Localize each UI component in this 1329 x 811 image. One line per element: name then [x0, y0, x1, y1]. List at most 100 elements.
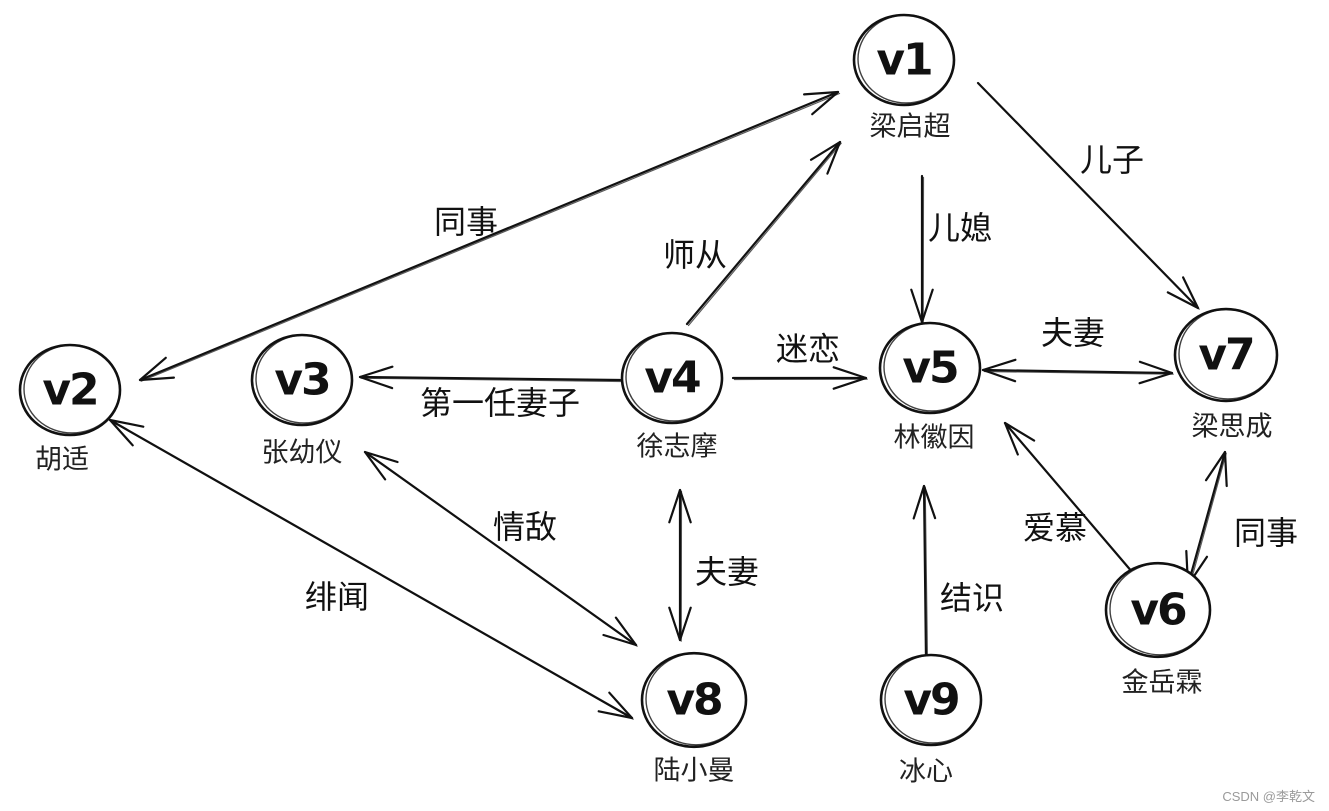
nodes-layer: v1梁启超v2胡适v3张幼仪v4徐志摩v5林徽因v6金岳霖v7梁思成v8陆小曼v… [18, 13, 1279, 788]
edge-label: 同事 [1234, 514, 1298, 552]
edge-line-sketch [1005, 423, 1136, 576]
arrow-head-reverse [803, 90, 840, 116]
edge-v6-v5: 爱慕 [1003, 421, 1136, 576]
edge-label: 结识 [940, 579, 1004, 617]
edge-label: 夫妻 [1041, 314, 1105, 352]
arrow-head [1003, 421, 1036, 456]
node-v9: v9 冰心 [879, 653, 983, 788]
edge-label: 情敌 [493, 508, 557, 546]
edge-line-sketch [1188, 452, 1227, 588]
arrow-head [597, 691, 634, 720]
node-id-label: v7 [1198, 330, 1253, 381]
node-name-label: 徐志摩 [637, 432, 718, 463]
arrow-head [602, 616, 638, 647]
edge-line [1186, 450, 1227, 587]
arrow-head [1166, 276, 1200, 310]
edge-label: 夫妻 [695, 553, 759, 591]
node-circle-sketch [1178, 308, 1278, 400]
node-v5: v5 林徽因 [878, 321, 982, 454]
arrow-head [1204, 450, 1228, 488]
arrow-head-reverse [668, 488, 692, 524]
node-circle-sketch [23, 344, 121, 434]
node-circle-sketch [645, 652, 747, 746]
node-id-label: v2 [42, 365, 97, 416]
arrow-head-reverse [981, 358, 1017, 383]
edge-v1-v7: 儿子 [976, 81, 1200, 310]
edge-v9-v5: 结识 [912, 484, 1004, 663]
node-v3: v3 张幼仪 [250, 333, 354, 469]
edge-v4-v3: 第一任妻子 [358, 365, 623, 422]
node-circle-sketch [255, 334, 353, 424]
edge-line-sketch [110, 420, 634, 720]
arrow-head [138, 356, 175, 382]
edge-v2-v8: 绯闻 [108, 418, 634, 720]
node-id-label: v6 [1130, 585, 1186, 636]
node-id-label: v4 [644, 353, 700, 404]
arrow-head [1138, 360, 1174, 385]
edge-line [358, 375, 622, 382]
node-name-label: 冰心 [899, 757, 953, 788]
edge-v6-v7: 同事 [1185, 450, 1298, 588]
edge-v1-v5: 儿媳 [910, 174, 992, 324]
arrow-head [668, 606, 692, 642]
edge-label: 绯闻 [305, 578, 369, 616]
node-id-label: v8 [666, 675, 721, 726]
node-name-label: 张幼仪 [262, 438, 343, 469]
edge-label: 儿子 [1080, 141, 1144, 179]
node-name-label: 林徽因 [894, 423, 975, 454]
edge-v4-v1: 师从 [663, 140, 842, 327]
node-name-label: 胡适 [35, 445, 89, 476]
node-v8: v8 陆小曼 [640, 651, 748, 787]
edge-v4-v8: 夫妻 [668, 488, 759, 642]
node-circle-sketch [857, 14, 955, 104]
edge-line-sketch [978, 83, 1200, 310]
node-name-label: 梁启超 [870, 112, 951, 143]
arrow-head [809, 140, 842, 175]
node-circle-sketch [883, 322, 981, 412]
edge-v5-v7: 夫妻 [981, 314, 1174, 385]
node-name-label: 金岳霖 [1122, 668, 1203, 699]
node-id-label: v9 [903, 675, 958, 726]
edge-label: 第一任妻子 [420, 384, 580, 422]
edge-line-sketch [360, 377, 623, 383]
edge-v3-v8: 情敌 [363, 450, 638, 647]
node-v2: v2 胡适 [18, 343, 122, 476]
edge-label: 师从 [663, 236, 727, 274]
edge-line-sketch [924, 486, 929, 663]
edge-label: 儿媳 [928, 209, 992, 247]
edge-label: 爱慕 [1023, 509, 1087, 547]
node-name-label: 陆小曼 [654, 756, 735, 787]
arrow-head [832, 366, 868, 390]
edge-line-sketch [365, 452, 638, 647]
node-circle-sketch [625, 332, 723, 422]
edge-line [685, 140, 842, 326]
node-id-label: v5 [902, 343, 957, 394]
edges-layer: 同事儿子儿媳师从第一任妻子迷恋夫妻绯闻情敌夫妻结识爱慕同事 [108, 81, 1298, 720]
node-v6: v6 金岳霖 [1104, 561, 1212, 699]
edge-line-sketch [140, 92, 841, 382]
node-v7: v7 梁思成 [1173, 307, 1279, 443]
edge-label: 同事 [434, 203, 498, 241]
arrow-head-reverse [363, 450, 399, 481]
arrow-head-reverse [108, 418, 145, 447]
edge-line [922, 484, 928, 662]
arrow-head [358, 365, 394, 390]
arrow-head [912, 484, 937, 520]
arrow-head [910, 288, 934, 324]
edge-line-sketch [983, 370, 1174, 375]
watermark: CSDN @李乾文 [1222, 789, 1315, 804]
node-circle-sketch [884, 654, 982, 744]
node-v1: v1 梁启超 [852, 13, 956, 143]
node-id-label: v3 [274, 355, 329, 406]
edge-line [981, 368, 1174, 375]
node-v4: v4 徐志摩 [620, 331, 724, 463]
node-id-label: v1 [876, 35, 931, 86]
edge-v1-v2: 同事 [138, 90, 841, 382]
node-name-label: 梁思成 [1192, 412, 1273, 443]
edge-label: 迷恋 [776, 330, 840, 368]
edge-line-sketch [687, 142, 842, 327]
edge-v4-v5: 迷恋 [731, 330, 868, 390]
edge-line [138, 90, 840, 382]
node-circle-sketch [1109, 562, 1211, 656]
